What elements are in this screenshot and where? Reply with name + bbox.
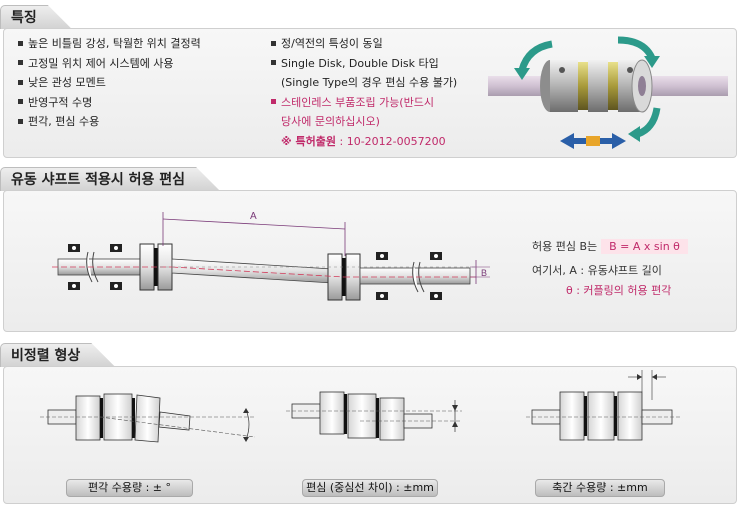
parallel-offset-diagram	[286, 391, 462, 441]
patent-line: ※ 특허출원 : 10-2012-0057200	[281, 134, 446, 148]
list-item: 반영구적 수명	[18, 93, 201, 113]
offset-tolerance-label: 편심 (중심선 차이) : ±mm	[302, 479, 438, 497]
coupling-body	[540, 59, 653, 113]
list-item: 편각, 편심 수용	[18, 112, 201, 132]
axial-tolerance-label: 축간 수용량 : ±mm	[535, 479, 665, 497]
angular-tolerance-label: 편각 수용량 : ± °	[66, 479, 193, 497]
bearing	[430, 252, 442, 300]
rotation-arrow-icon	[636, 107, 661, 138]
section-title-offset: 유동 샤프트 적용시 허용 편심	[0, 167, 220, 191]
list-item: Single Disk, Double Disk 타입	[271, 54, 457, 74]
list-item: 높은 비틀림 강성, 탁월한 위치 결정력	[18, 34, 201, 54]
features-right-list: 정/역전의 특성이 동일 Single Disk, Double Disk 타입…	[271, 34, 457, 151]
bearing	[68, 244, 80, 290]
list-item: 당사에 문의하십시오)	[281, 115, 380, 128]
rotation-arrow-icon	[518, 40, 553, 72]
dimension-label-a: A	[250, 211, 257, 222]
bearing	[376, 252, 388, 300]
list-item: 정/역전의 특성이 동일	[271, 34, 457, 54]
list-item: 고정밀 위치 제어 시스템에 사용	[18, 54, 201, 74]
where-text: 여기서, A : 유동샤프트 길이	[532, 264, 662, 277]
axial-displacement-diagram	[526, 370, 680, 441]
theta-note: θ : 커플링의 허용 편각	[566, 284, 672, 297]
rotation-arrow-icon	[617, 36, 656, 60]
list-item: 스테인레스 부품조립 가능(반드시	[271, 93, 457, 113]
formula-box: B = A x sin θ	[601, 239, 688, 254]
list-item: 낮은 관성 모멘트	[18, 73, 201, 93]
dimension-line-a	[162, 218, 346, 230]
dimension-label-b: B	[481, 268, 487, 278]
features-left-list: 높은 비틀림 강성, 탁월한 위치 결정력 고정밀 위치 제어 시스템에 사용 …	[18, 34, 201, 132]
list-item: (Single Type의 경우 편심 수용 불가)	[281, 76, 458, 89]
bearing	[110, 244, 122, 290]
angular-misalignment-diagram	[40, 393, 256, 443]
